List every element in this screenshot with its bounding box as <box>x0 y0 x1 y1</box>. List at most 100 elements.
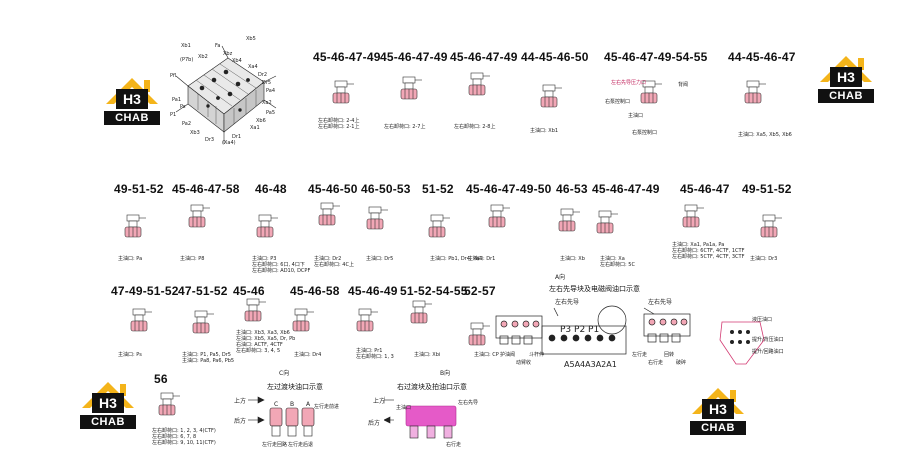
arrow-b-label: B向 <box>440 370 451 377</box>
fitting-code: 45-46-47 <box>680 182 730 196</box>
right-transition-drawing <box>377 394 468 450</box>
fitting-code: 49-51-52 <box>742 182 792 196</box>
valve-port-label: Dr5 <box>262 80 272 86</box>
left-transition-title: 左过渡块油口示意 <box>267 383 323 391</box>
right-pump-callout: 右泵控制口 <box>605 99 631 105</box>
chab-logo-bottom-left: H3 CHAB <box>80 378 136 434</box>
valve-port-label: Xb1 <box>181 43 191 49</box>
small-block-callout: 提升/背压油口 <box>752 337 784 343</box>
fitting-glyph <box>366 206 388 230</box>
fitting-glyph <box>130 308 152 332</box>
fitting-glyph <box>256 214 278 238</box>
chab-logo-top-left: H3 CHAB <box>104 74 160 130</box>
valve-port-label: Pa4 <box>266 88 276 94</box>
logo-mark: H3 <box>116 89 148 109</box>
valve-port-label: Fa <box>215 43 221 49</box>
right-transition-lower: 后方 <box>368 420 381 427</box>
fitting-note: 主油口: Xbi <box>414 352 441 358</box>
fitting-glyph <box>682 204 704 228</box>
fitting-code: 52-57 <box>464 284 496 298</box>
pilot-callout: 破碎 <box>676 360 687 366</box>
fitting-glyph <box>468 72 490 96</box>
fitting-code: 45-46-47-49 <box>592 182 660 196</box>
fitting-glyph <box>188 204 210 228</box>
fitting-code: 45-46-47-58 <box>172 182 240 196</box>
fitting-code: 51-52 <box>422 182 454 196</box>
logo-mark: H3 <box>92 393 124 413</box>
arrow-a-label: A向 <box>555 274 566 281</box>
small-block-callout: 提升/回路油口 <box>752 349 784 355</box>
fitting-note: 右泵控制口 <box>632 130 658 136</box>
logo-mark: H3 <box>830 67 862 87</box>
fitting-note: 主油口: Ps <box>118 352 142 358</box>
fitting-glyph <box>428 214 450 238</box>
fitting-code: 45-46-47-49-50 <box>466 182 552 196</box>
valve-port-label: Xb4 <box>232 58 242 64</box>
left-transition-port: B <box>290 401 295 408</box>
valve-port-label: Xb2 <box>198 54 208 60</box>
fitting-note: 主油口: CP <box>474 352 499 358</box>
pilot-a-ports: A5A4A3A2A1 <box>564 360 617 369</box>
fitting-code: 45-46-47-49 <box>450 50 518 64</box>
fitting-code: 44-45-46-50 <box>521 50 589 64</box>
fitting-code: 46-53 <box>556 182 588 196</box>
fitting-code: 45-46-47-49-54-55 <box>604 50 708 64</box>
fitting-note: 主油口: Xb1 <box>530 128 559 134</box>
right-transition-callout: 左右先导 <box>458 400 479 406</box>
left-transition-lower: 后方 <box>234 418 247 425</box>
right-transition-port: A <box>414 399 419 406</box>
logo-mark: H3 <box>702 399 734 419</box>
fitting-glyph <box>192 310 214 334</box>
valve-port-label: Xa4 <box>248 64 258 70</box>
fitting-note: 主油口: P3 左右卸荷口: 6口, 4口下 左右卸荷口: AD10, DCPF <box>252 256 311 274</box>
fitting-code: 51-52-54-55 <box>400 284 468 298</box>
left-transition-callout: 左行走回路 <box>262 442 288 448</box>
fitting-code: 45-46 <box>233 284 265 298</box>
valve-port-label: Xb5 <box>246 36 256 42</box>
fitting-glyph <box>410 300 432 324</box>
fitting-glyph <box>356 308 378 332</box>
valve-port-label: Dr3 <box>205 137 215 143</box>
pilot-callout: 护油阀 <box>500 352 516 358</box>
fitting-glyph <box>468 322 490 346</box>
fitting-code: 47-51-52 <box>178 284 228 298</box>
fitting-code: 45-46-49 <box>348 284 398 298</box>
fitting-glyph <box>558 208 580 232</box>
fitting-code: 45-46-47-49 <box>380 50 448 64</box>
pilot-block-sub-left: 左右先导 <box>555 299 580 306</box>
fitting-note: 主油口: Dr2 左右卸荷口: 4C上 <box>314 256 354 268</box>
fitting-code: 45-46-50 <box>308 182 358 196</box>
right-transition-upper: 上方 <box>373 398 386 405</box>
fitting-note: 主油口: P8 <box>180 256 205 262</box>
fitting-note: 主油口: Pa <box>118 256 143 262</box>
fitting-code: 47-49-51-52 <box>111 284 179 298</box>
left-transition-callout: 左行走前进 <box>314 404 340 410</box>
fitting-glyph <box>760 214 782 238</box>
fitting-note: 主油口: Dr1 <box>468 256 496 262</box>
fitting-note: 主油口: Xa1, Pa1a, Pa 左右卸荷口: 6CTF, 4CTF, 1C… <box>672 242 745 260</box>
pilot-callout: 斗杆伸 <box>529 352 545 358</box>
valve-port-label: (Xa4) <box>222 140 236 146</box>
valve-port-label: P1 <box>170 112 177 118</box>
fitting-note: 主油口: Dr4 <box>294 352 322 358</box>
valve-port-label: Dr1 <box>232 134 242 140</box>
logo-wordmark: CHAB <box>80 415 136 429</box>
fitting-note: 左右卸荷口: 2-7上 <box>384 124 426 130</box>
fitting-code: 49-51-52 <box>114 182 164 196</box>
valve-port-label: Dr2 <box>258 72 268 78</box>
right-transition-port: B <box>431 399 436 406</box>
valve-port-label: Xb3 <box>190 130 200 136</box>
fitting-note: 主油口: Dr3 <box>750 256 778 262</box>
fitting-note: 主油口: Xa 左右卸荷口: 5C <box>600 256 635 268</box>
fitting-glyph <box>640 80 662 104</box>
main-valve-drawing <box>168 36 280 148</box>
valve-port-label: Pa5 <box>266 110 276 116</box>
valve-port-label: Pa1 <box>172 97 182 103</box>
fitting-glyph <box>292 308 314 332</box>
pilot-callout: 左行走 <box>632 352 648 358</box>
right-pump-callout: 背阀 <box>678 82 689 88</box>
fitting-note: 主油口: Dr5 <box>366 256 394 262</box>
valve-port-label: Xa2 <box>262 100 272 106</box>
fitting-glyph <box>744 80 766 104</box>
